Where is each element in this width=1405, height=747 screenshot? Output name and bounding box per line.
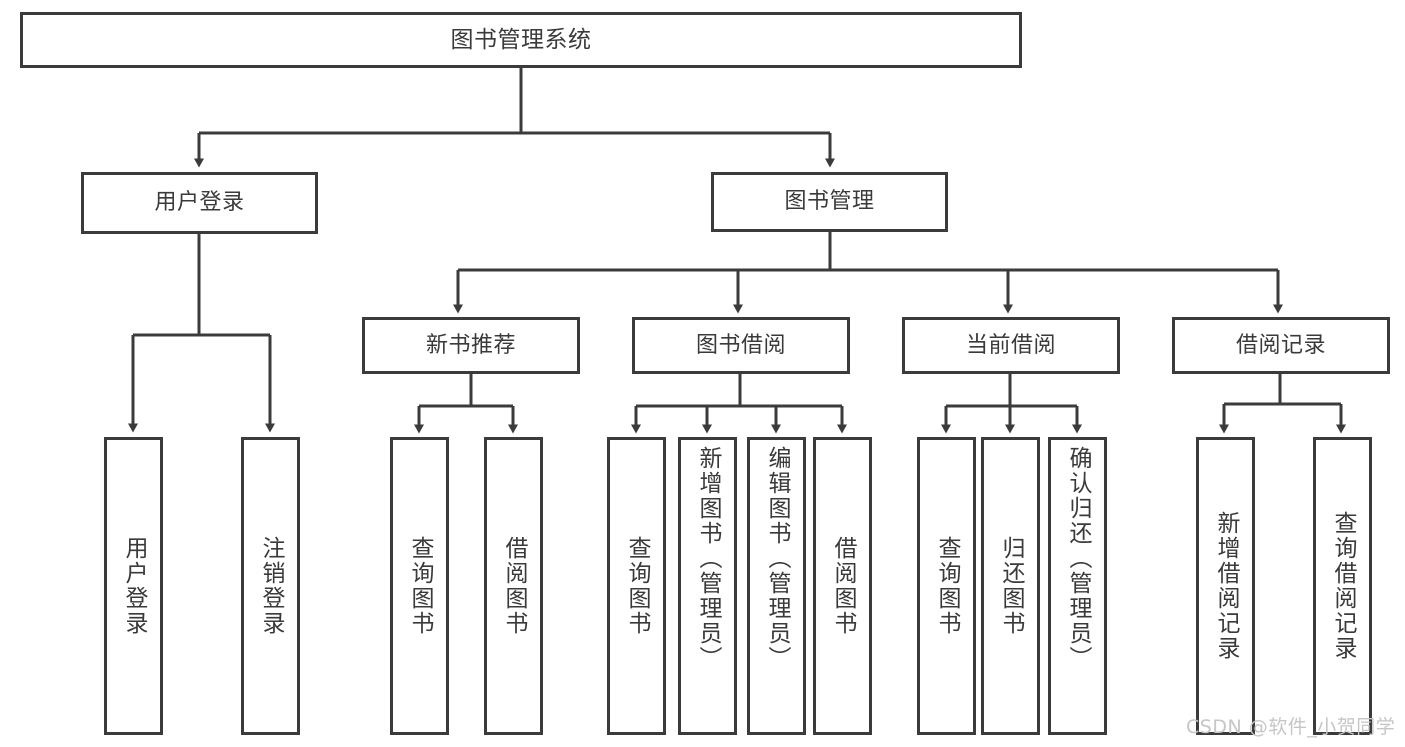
node-label: 查询借阅记录 [1330, 511, 1356, 661]
node-label: 图书管理 [784, 189, 875, 215]
node-new-book-recommend[interactable]: 新书推荐 [362, 317, 580, 374]
node-label: 归还图书 [998, 536, 1024, 636]
watermark-text: CSDN @软件_小贺同学 [1186, 716, 1396, 738]
node-label: 注销登录 [258, 536, 284, 636]
leaf-query-book-borrow[interactable]: 查询图书 [607, 437, 666, 735]
node-root-system[interactable]: 图书管理系统 [20, 12, 1022, 68]
node-label: 借阅图书 [830, 536, 856, 636]
node-label: 查询图书 [407, 536, 433, 636]
node-borrow-record[interactable]: 借阅记录 [1172, 317, 1390, 374]
node-label: 新书推荐 [425, 332, 516, 358]
leaf-borrow-book[interactable]: 借阅图书 [813, 437, 872, 735]
leaf-add-borrow-record[interactable]: 新增借阅记录 [1196, 437, 1255, 735]
node-label: 用户登录 [154, 190, 245, 216]
node-label: 用户登录 [121, 536, 147, 636]
node-label: 当前借阅 [965, 332, 1056, 358]
leaf-logout-login[interactable]: 注销登录 [241, 437, 300, 735]
node-label: 图书借阅 [695, 332, 786, 358]
node-label: 编辑图书（管理员） [764, 446, 790, 671]
node-label: 确认归还（管理员） [1065, 446, 1091, 671]
node-label: 借阅图书 [501, 536, 527, 636]
node-current-borrow[interactable]: 当前借阅 [902, 317, 1120, 374]
node-book-management[interactable]: 图书管理 [711, 172, 948, 232]
leaf-add-book-admin[interactable]: 新增图书（管理员） [678, 437, 737, 735]
leaf-query-book-current[interactable]: 查询图书 [917, 437, 976, 735]
leaf-user-login[interactable]: 用户登录 [104, 437, 163, 735]
node-label: 新增借阅记录 [1213, 511, 1239, 661]
node-label: 图书管理系统 [450, 26, 592, 53]
leaf-edit-book-admin[interactable]: 编辑图书（管理员） [747, 437, 806, 735]
node-label: 借阅记录 [1235, 332, 1326, 358]
leaf-return-book[interactable]: 归还图书 [981, 437, 1040, 735]
node-book-borrow[interactable]: 图书借阅 [632, 317, 850, 374]
node-label: 新增图书（管理员） [695, 446, 721, 671]
leaf-query-borrow-record[interactable]: 查询借阅记录 [1313, 437, 1372, 735]
leaf-confirm-return-admin[interactable]: 确认归还（管理员） [1048, 437, 1107, 735]
node-user-login[interactable]: 用户登录 [81, 172, 318, 234]
leaf-borrow-book-recommend[interactable]: 借阅图书 [484, 437, 543, 735]
node-label: 查询图书 [934, 536, 960, 636]
leaf-query-book-recommend[interactable]: 查询图书 [390, 437, 449, 735]
node-label: 查询图书 [624, 536, 650, 636]
